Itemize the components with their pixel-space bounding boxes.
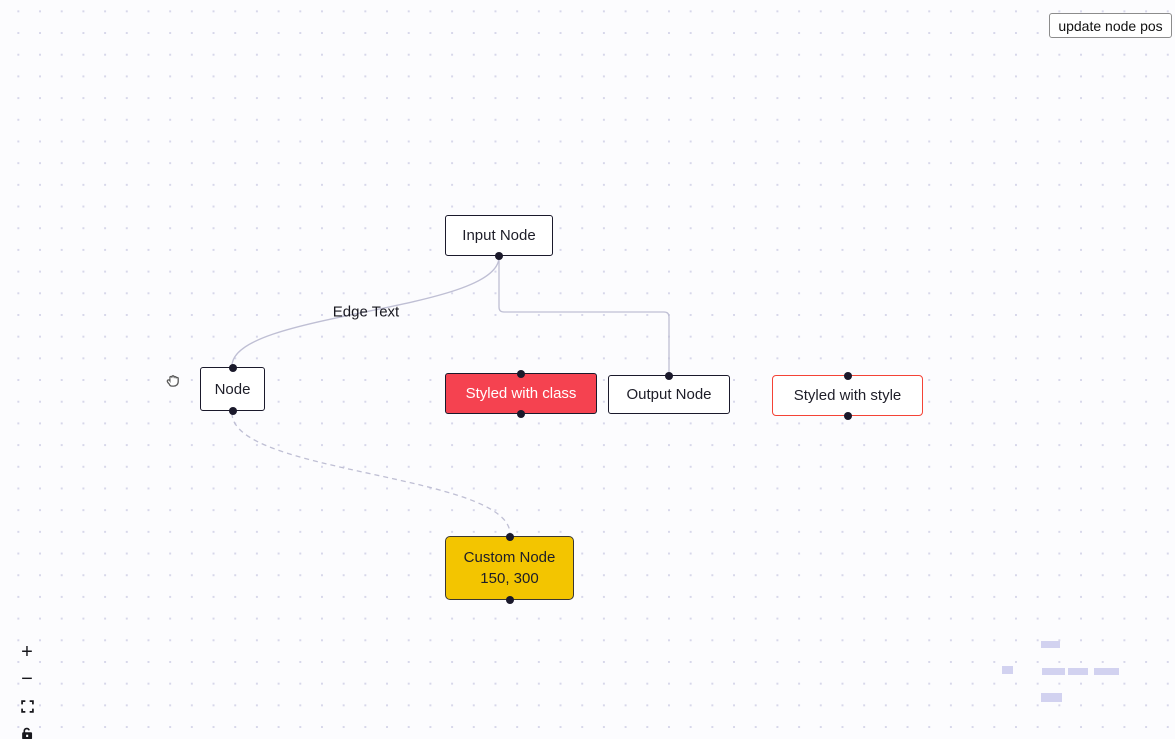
- node-default-label: Node: [214, 380, 251, 398]
- node-input-label: Input Node: [462, 227, 536, 244]
- node-output-label: Output Node: [626, 386, 712, 403]
- target-handle[interactable]: [517, 369, 525, 378]
- flow-controls: + −: [15, 640, 39, 748]
- node-custom-position: 150, 300: [480, 570, 539, 587]
- target-handle[interactable]: [505, 532, 514, 541]
- source-handle[interactable]: [228, 406, 237, 415]
- node-default[interactable]: Node: [200, 363, 265, 415]
- node-styled-with-class-label: Styled with class: [465, 385, 577, 402]
- source-handle[interactable]: [505, 595, 514, 604]
- bottom-margin: [0, 739, 1175, 745]
- zoom-in-button[interactable]: +: [15, 640, 39, 664]
- lock-button[interactable]: [15, 721, 39, 745]
- unlock-icon: [22, 727, 33, 740]
- minimap-node-custom: [1041, 693, 1062, 702]
- target-handle[interactable]: [843, 371, 852, 380]
- node-custom[interactable]: Custom Node 150, 300: [445, 532, 574, 604]
- edge-node-to-custom[interactable]: [231, 412, 511, 535]
- source-handle[interactable]: [495, 251, 503, 260]
- minimap-node-styled-with-class: [1042, 668, 1065, 675]
- minus-icon: −: [21, 668, 33, 690]
- node-styled-with-class[interactable]: Styled with class: [445, 369, 597, 418]
- edge-label: Edge Text: [332, 303, 400, 321]
- target-handle[interactable]: [228, 363, 237, 372]
- minimap-node-default: [1002, 666, 1013, 674]
- node-styled-with-style[interactable]: Styled with style: [772, 371, 923, 420]
- minimap[interactable]: [963, 608, 1168, 745]
- edge-input-to-node[interactable]: [231, 256, 500, 367]
- grab-hand-cursor: [166, 375, 179, 387]
- minimap-node-styled-with-style: [1094, 668, 1119, 675]
- fit-view-button[interactable]: [15, 694, 39, 718]
- edge-input-to-output[interactable]: [498, 257, 670, 374]
- plus-icon: +: [21, 641, 33, 663]
- source-handle[interactable]: [517, 409, 525, 418]
- node-styled-with-style-label: Styled with style: [793, 387, 902, 404]
- node-custom-title: Custom Node: [463, 549, 556, 566]
- update-node-pos-button[interactable]: update node pos: [1049, 13, 1172, 38]
- node-input[interactable]: Input Node: [445, 215, 553, 260]
- minimap-node-output: [1068, 668, 1088, 675]
- minimap-node-input: [1041, 641, 1060, 648]
- target-handle[interactable]: [665, 371, 673, 380]
- zoom-out-button[interactable]: −: [15, 667, 39, 691]
- node-output[interactable]: Output Node: [608, 371, 730, 414]
- source-handle[interactable]: [843, 411, 852, 420]
- fit-view-icon: [20, 699, 34, 713]
